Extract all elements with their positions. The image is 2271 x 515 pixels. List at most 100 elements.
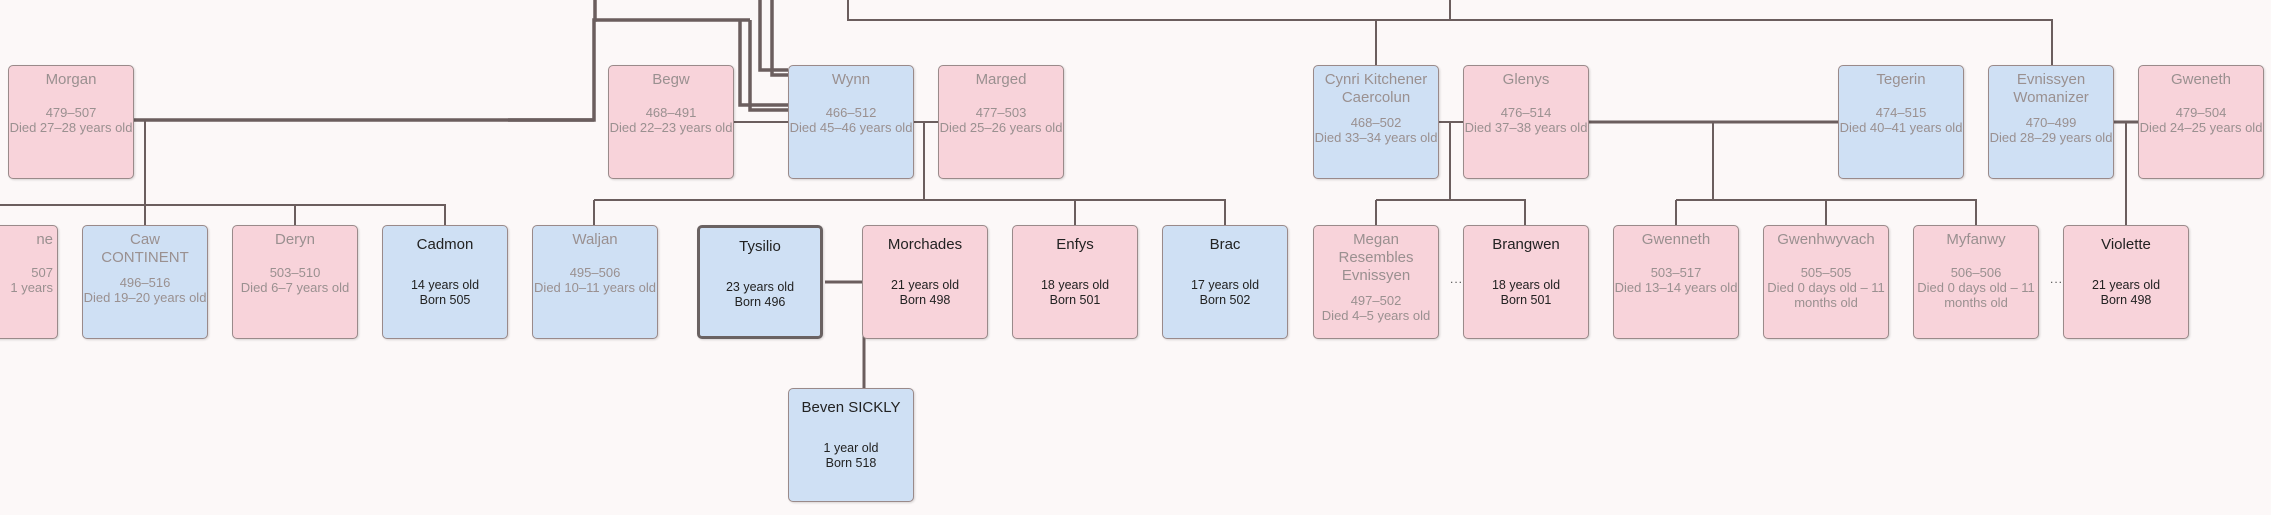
person-age-note: Died 40–41 years old bbox=[1839, 120, 1963, 135]
person-lifespan: 476–514 bbox=[1500, 105, 1552, 120]
person-age-note: Died 22–23 years old bbox=[609, 120, 733, 135]
person-age-note: Died 45–46 years old bbox=[789, 120, 913, 135]
person-name: Caw CONTINENT bbox=[101, 231, 189, 266]
person-lifespan: 470–499 bbox=[2025, 115, 2077, 130]
person-lifespan: 507 bbox=[31, 265, 53, 280]
person-name: Morgan bbox=[45, 71, 97, 88]
person-name: Brangwen bbox=[1492, 236, 1560, 253]
person-age-note: Died 33–34 years old bbox=[1314, 130, 1438, 145]
person-birth: Born 518 bbox=[825, 456, 877, 470]
person-lifespan: 495–506 bbox=[569, 265, 621, 280]
person-name: Morchades bbox=[887, 236, 963, 253]
person-age-note: Died 4–5 years old bbox=[1321, 308, 1431, 323]
person-name: Tegerin bbox=[1876, 71, 1926, 88]
person-name: Cynri Kitchener Caercolun bbox=[1324, 71, 1428, 106]
person-name: Wynn bbox=[831, 71, 871, 88]
person-age: 14 years old bbox=[410, 278, 480, 292]
person-lifespan: 503–517 bbox=[1650, 265, 1702, 280]
person-birth: Born 501 bbox=[1049, 293, 1101, 307]
person-age-note: Died 10–11 years old bbox=[534, 280, 656, 295]
person-age-note: Died 0 days old – 11 months old bbox=[1917, 280, 2035, 310]
person-name: Evnissyen Womanizer bbox=[2013, 71, 2089, 106]
person-lifespan: 466–512 bbox=[825, 105, 877, 120]
person-lifespan: 477–503 bbox=[975, 105, 1027, 120]
person-age: 1 year old bbox=[823, 441, 879, 455]
person-age: 18 years old bbox=[1040, 278, 1110, 292]
person-lifespan: 479–504 bbox=[2175, 105, 2227, 120]
person-birth: Born 505 bbox=[419, 293, 471, 307]
person-lifespan: 496–516 bbox=[119, 275, 171, 290]
person-lifespan: 474–515 bbox=[1875, 105, 1927, 120]
person-birth: Born 498 bbox=[899, 293, 951, 307]
more-children-ellipsis[interactable]: ... bbox=[1450, 272, 1464, 286]
person-name: Gwenhwyvach bbox=[1777, 231, 1875, 248]
person-lifespan: 506–506 bbox=[1950, 265, 2002, 280]
person-lifespan: 505–505 bbox=[1800, 265, 1852, 280]
person-lifespan: 479–507 bbox=[45, 105, 97, 120]
person-age-note: Died 28–29 years old bbox=[1989, 130, 2113, 145]
person-name: Tysilio bbox=[739, 238, 781, 255]
person-name: Gweneth bbox=[2170, 71, 2232, 88]
person-name: Brac bbox=[1209, 236, 1241, 253]
person-age-note: Died 19–20 years old bbox=[83, 290, 207, 305]
person-name: Begw bbox=[652, 71, 690, 88]
person-age-note: Died 37–38 years old bbox=[1464, 120, 1588, 135]
person-lifespan: 497–502 bbox=[1350, 293, 1402, 308]
person-age-note: Died 25–26 years old bbox=[939, 120, 1063, 135]
person-age: 17 years old bbox=[1190, 278, 1260, 292]
more-children-ellipsis[interactable]: ... bbox=[2050, 272, 2064, 286]
person-age-note: Died 6–7 years old bbox=[240, 280, 350, 295]
person-name: Enfys bbox=[1056, 236, 1094, 253]
person-age-note: Died 13–14 years old bbox=[1614, 280, 1738, 295]
person-birth: Born 498 bbox=[2100, 293, 2152, 307]
person-name: Beven SICKLY bbox=[801, 399, 901, 416]
person-name: Cadmon bbox=[416, 236, 474, 253]
person-lifespan: 468–502 bbox=[1350, 115, 1402, 130]
person-age-note: 1 years bbox=[10, 280, 53, 295]
person-name: Violette bbox=[2101, 236, 2151, 253]
person-age: 23 years old bbox=[725, 280, 795, 294]
person-lifespan: 468–491 bbox=[645, 105, 697, 120]
person-name: Marged bbox=[975, 71, 1027, 88]
person-birth: Born 496 bbox=[734, 295, 786, 309]
person-name: ne bbox=[36, 231, 53, 248]
person-name: Waljan bbox=[572, 231, 618, 248]
person-age: 21 years old bbox=[2091, 278, 2161, 292]
person-age-note: Died 0 days old – 11 months old bbox=[1767, 280, 1885, 310]
person-age-note: Died 24–25 years old bbox=[2139, 120, 2263, 135]
person-name: Gwenneth bbox=[1641, 231, 1711, 248]
person-age: 18 years old bbox=[1491, 278, 1561, 292]
person-age-note: Died 27–28 years old bbox=[9, 120, 133, 135]
person-birth: Born 501 bbox=[1500, 293, 1552, 307]
person-lifespan: 503–510 bbox=[269, 265, 321, 280]
person-birth: Born 502 bbox=[1199, 293, 1251, 307]
person-name: Deryn bbox=[274, 231, 315, 248]
person-age: 21 years old bbox=[890, 278, 960, 292]
